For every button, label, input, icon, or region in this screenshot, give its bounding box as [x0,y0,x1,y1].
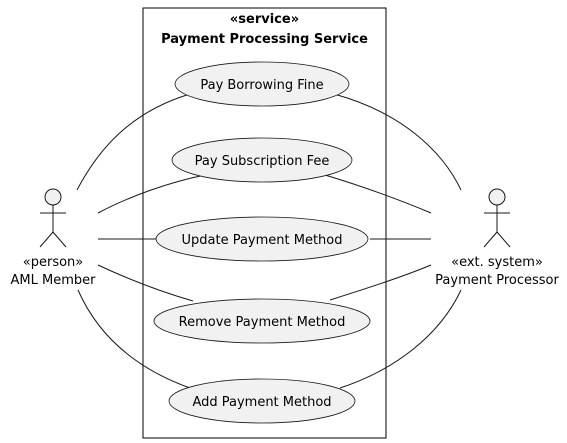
assoc-processor-pay-borrowing-fine [333,93,462,191]
assoc-member-remove-payment-method [97,264,194,302]
associations [76,93,462,389]
system-title: Payment Processing Service [161,32,368,47]
use-case-update-payment-method: Update Payment Method [155,216,369,262]
actor-stereotype: «person» [23,255,83,270]
use-case-pay-subscription-fee: Pay Subscription Fee [171,137,353,183]
actor-payment-processor: «ext. system» Payment Processor [435,188,559,288]
use-case-add-payment-method: Add Payment Method [168,378,356,424]
assoc-processor-remove-payment-method [329,264,432,301]
use-case-label: Pay Borrowing Fine [200,78,323,93]
system-stereotype: «service» [230,12,299,27]
assoc-member-pay-subscription-fee [97,174,206,214]
actor-name: Payment Processor [435,273,559,288]
use-case-pay-borrowing-fine: Pay Borrowing Fine [174,61,350,107]
use-case-label: Pay Subscription Fee [195,154,330,169]
assoc-processor-pay-subscription-fee [324,174,432,214]
actor-stick-figure-icon [39,188,67,248]
assoc-member-pay-borrowing-fine [76,93,191,191]
actor-stick-figure-icon [483,188,511,248]
assoc-processor-add-payment-method [339,289,462,389]
actor-aml-member: «person» AML Member [11,188,97,288]
actor-stereotype: «ext. system» [451,255,543,270]
assoc-member-add-payment-method [77,289,191,389]
actor-name: AML Member [11,273,97,288]
use-case-label: Update Payment Method [181,233,342,248]
use-case-remove-payment-method: Remove Payment Method [153,298,371,344]
use-case-label: Add Payment Method [192,395,331,410]
use-case-label: Remove Payment Method [179,315,346,330]
